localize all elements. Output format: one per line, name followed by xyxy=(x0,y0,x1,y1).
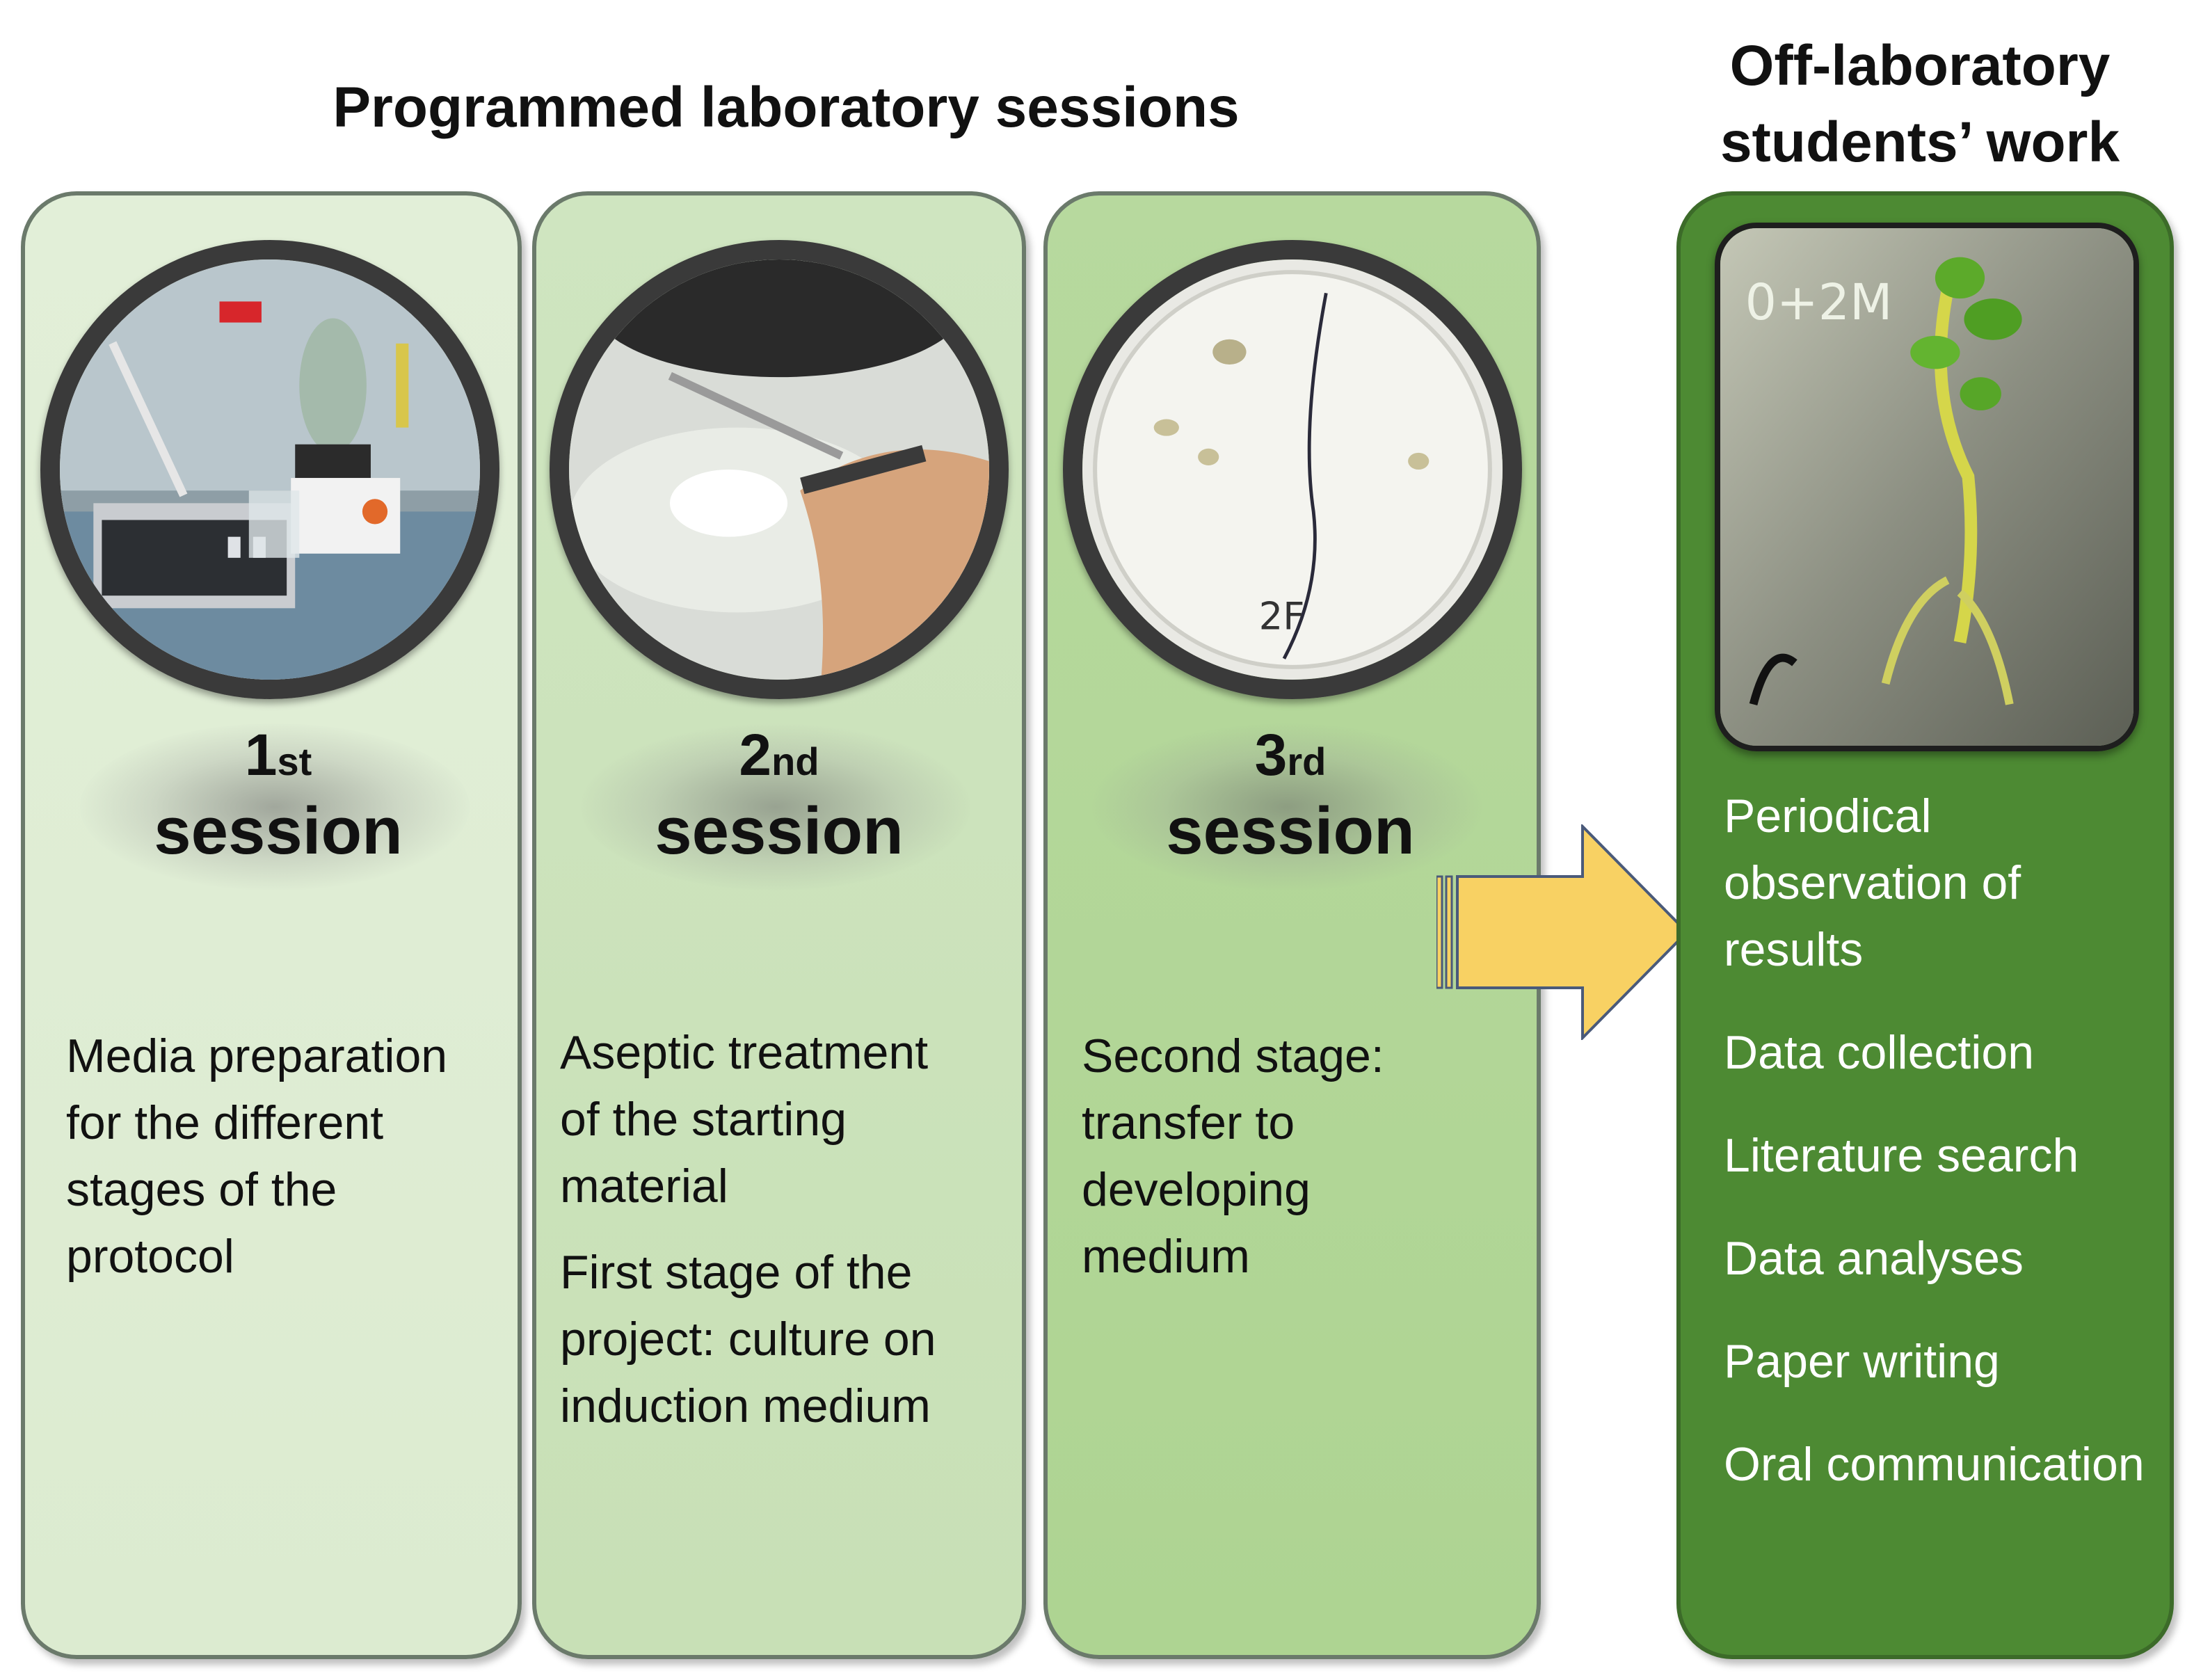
session-3-label: 3rd session xyxy=(1054,723,1527,870)
session-3-number: 3 xyxy=(1254,722,1288,787)
session-3-description: Second stage: transfer to developing med… xyxy=(1082,1023,1471,1309)
session-2-desc-text-2: First stage of the project: culture on i… xyxy=(560,1246,936,1432)
session-2-ordinal: nd xyxy=(771,739,819,783)
task-item: Data collection xyxy=(1724,1026,2035,1079)
session-3-word: session xyxy=(1166,794,1415,868)
session-2-label: 2nd session xyxy=(543,723,1016,870)
session-3-desc-text: Second stage: transfer to developing med… xyxy=(1082,1030,1384,1283)
session-3-photo: 2F xyxy=(1063,240,1522,699)
session-2-description: Aseptic treatment of the starting materi… xyxy=(560,1019,977,1459)
plantlet-photo: 0+2M xyxy=(1715,223,2139,751)
session-1-word: session xyxy=(154,794,403,868)
session-1-desc-text: Media preparation for the different stag… xyxy=(66,1030,448,1283)
session-3-glow xyxy=(1092,723,1482,890)
task-item: Paper writing xyxy=(1724,1335,2000,1388)
off-lab-title: Off-laboratory students’ work xyxy=(1621,28,2194,181)
task-item: Oral communication xyxy=(1724,1438,2145,1491)
off-lab-task-list: Periodical observation of results Data c… xyxy=(1724,783,2169,1534)
off-lab-title-line2: students’ work xyxy=(1720,111,2120,174)
task-item: Periodical observation of results xyxy=(1724,790,2021,976)
lab-equipment-photo xyxy=(60,259,480,680)
off-lab-title-line1: Off-laboratory xyxy=(1729,34,2111,97)
plantlet-in-vitro-photo: 0+2M xyxy=(1720,228,2133,746)
session-1-description: Media preparation for the different stag… xyxy=(66,1023,490,1309)
task-item: Data analyses xyxy=(1724,1232,2024,1285)
session-2-desc-text-1: Aseptic treatment of the starting materi… xyxy=(560,1026,929,1213)
session-2-glow xyxy=(581,723,970,890)
flow-arrow-icon xyxy=(1436,824,1689,1040)
task-item: Literature search xyxy=(1724,1129,2079,1182)
petri-dish-mark: 2F xyxy=(1259,595,1305,639)
session-3-ordinal: rd xyxy=(1287,739,1327,783)
petri-dish-photo: 2F xyxy=(1082,259,1503,680)
session-1-glow xyxy=(80,723,470,890)
session-1-number: 1 xyxy=(244,722,278,787)
session-1-photo xyxy=(40,240,499,699)
session-2-photo xyxy=(550,240,1009,699)
session-1-ordinal: st xyxy=(277,739,312,783)
session-2-word: session xyxy=(655,794,904,868)
aseptic-work-photo xyxy=(569,259,989,680)
session-2-number: 2 xyxy=(739,722,772,787)
programmed-sessions-title: Programmed laboratory sessions xyxy=(333,76,1240,139)
session-1-label: 1st session xyxy=(42,723,515,870)
plant-jar-mark: 0+2M xyxy=(1745,273,1893,331)
